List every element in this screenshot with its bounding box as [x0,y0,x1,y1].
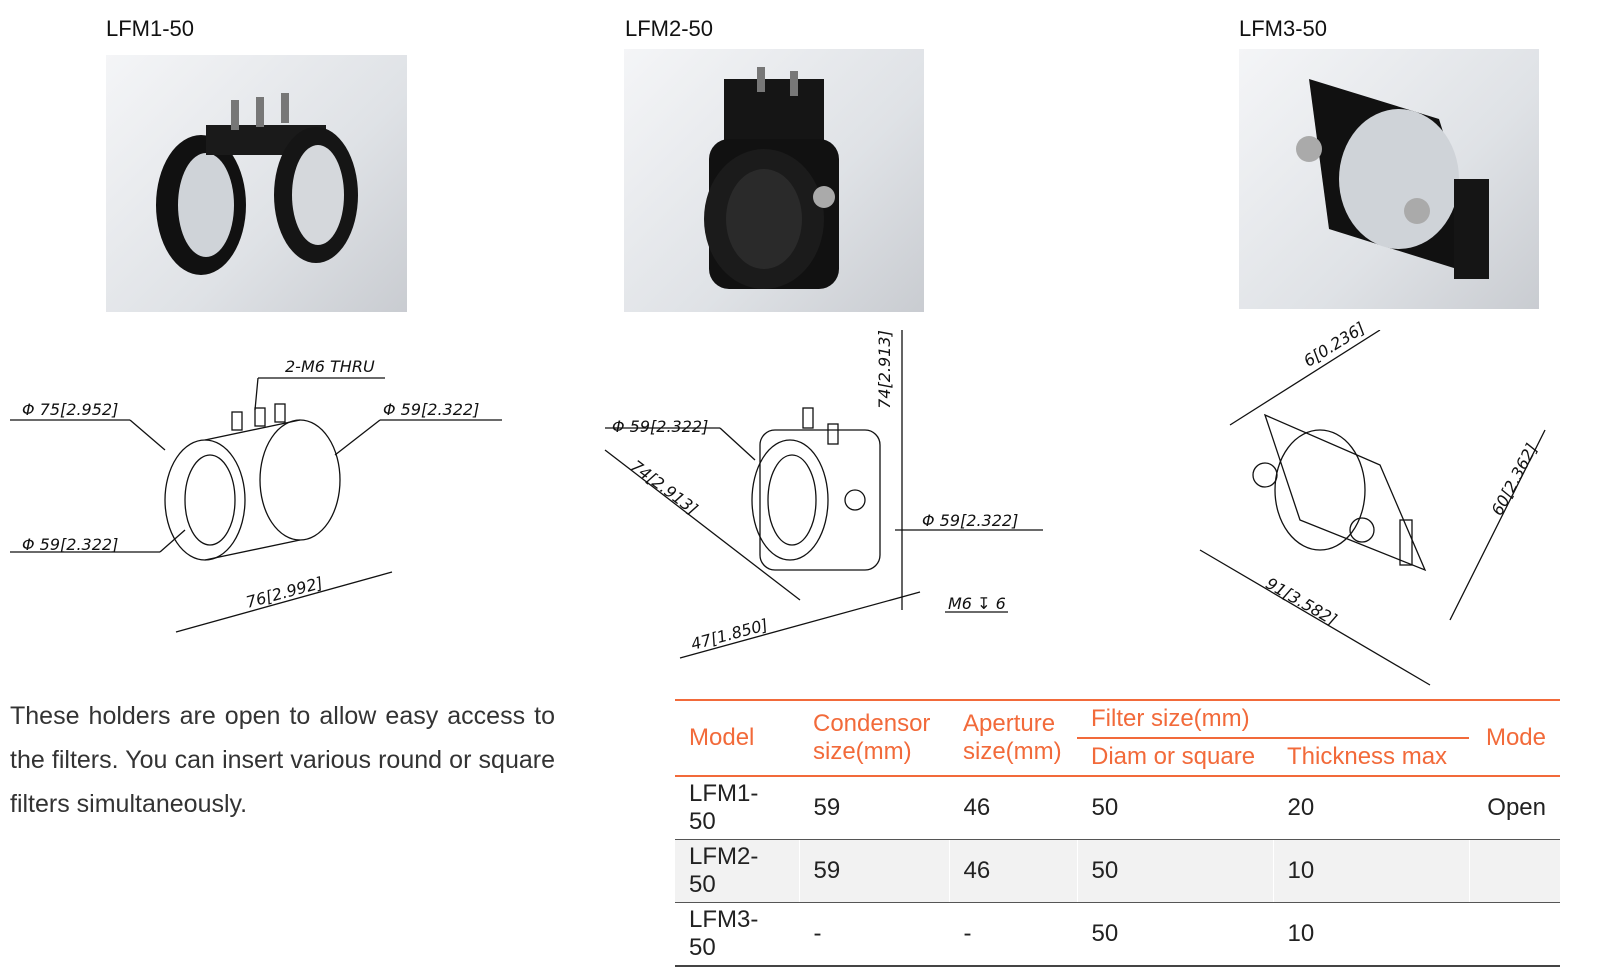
header-model: Model [675,699,799,777]
cell-model: LFM1-50 [675,776,799,840]
product-photo-lfm3 [1239,49,1539,309]
cell-diam: 50 [1076,776,1273,840]
cell-aperture: - [948,902,1077,967]
cell-aperture: 46 [948,776,1077,840]
dim-lfm1-thru: 2-M6 THRU [285,357,375,376]
cell-model: LFM2-50 [675,839,799,903]
dim-lfm2-height: 74[2.913] [874,330,894,409]
cell-thickness: 10 [1272,902,1469,967]
cell-thickness: 10 [1272,839,1469,903]
cell-mode [1468,902,1560,967]
drawing-lfm1 [10,377,502,633]
header-aperture: Aperture size(mm) [949,699,1077,777]
drawing-lfm2 [604,330,1043,659]
cell-mode [1468,839,1560,903]
cell-thickness: 20 [1272,776,1469,840]
product-title-lfm1: LFM1-50 [106,16,195,41]
technical-drawings [10,330,1546,686]
cell-mode: Open [1468,776,1560,840]
product-photo-lfm1 [106,55,407,312]
header-condensor: Condensor size(mm) [799,699,949,777]
dim-lfm2-top: Φ 59[2.322] [612,417,709,436]
description-text: These holders are open to allow easy acc… [10,702,555,818]
cell-aperture: 46 [948,839,1077,903]
product-title-lfm3: LFM3-50 [1239,16,1328,41]
cell-condensor: 59 [798,839,949,903]
spec-table: Model Condensor size(mm) Aperture size(m… [675,699,1560,967]
product-photo-lfm2 [624,49,924,312]
drawing-lfm3 [1199,330,1546,686]
header-diam: Diam or square [1077,737,1273,777]
dim-lfm2-thread: M6 ↧ 6 [948,594,1006,613]
header-thickness: Thickness max [1273,737,1469,777]
dim-lfm1-right: Φ 59[2.322] [383,400,480,419]
cell-condensor: - [798,902,949,967]
cell-condensor: 59 [798,776,949,840]
dim-lfm1-left: Φ 59[2.322] [22,535,119,554]
dim-lfm1-outer: Φ 75[2.952] [22,400,119,419]
cell-diam: 50 [1076,839,1273,903]
header-filter-size: Filter size(mm) [1077,699,1469,738]
product-title-lfm2: LFM2-50 [625,16,714,41]
cell-model: LFM3-50 [675,902,799,967]
dim-lfm2-right: Φ 59[2.322] [922,511,1019,530]
header-mode: Mode [1469,699,1560,777]
cell-diam: 50 [1076,902,1273,967]
